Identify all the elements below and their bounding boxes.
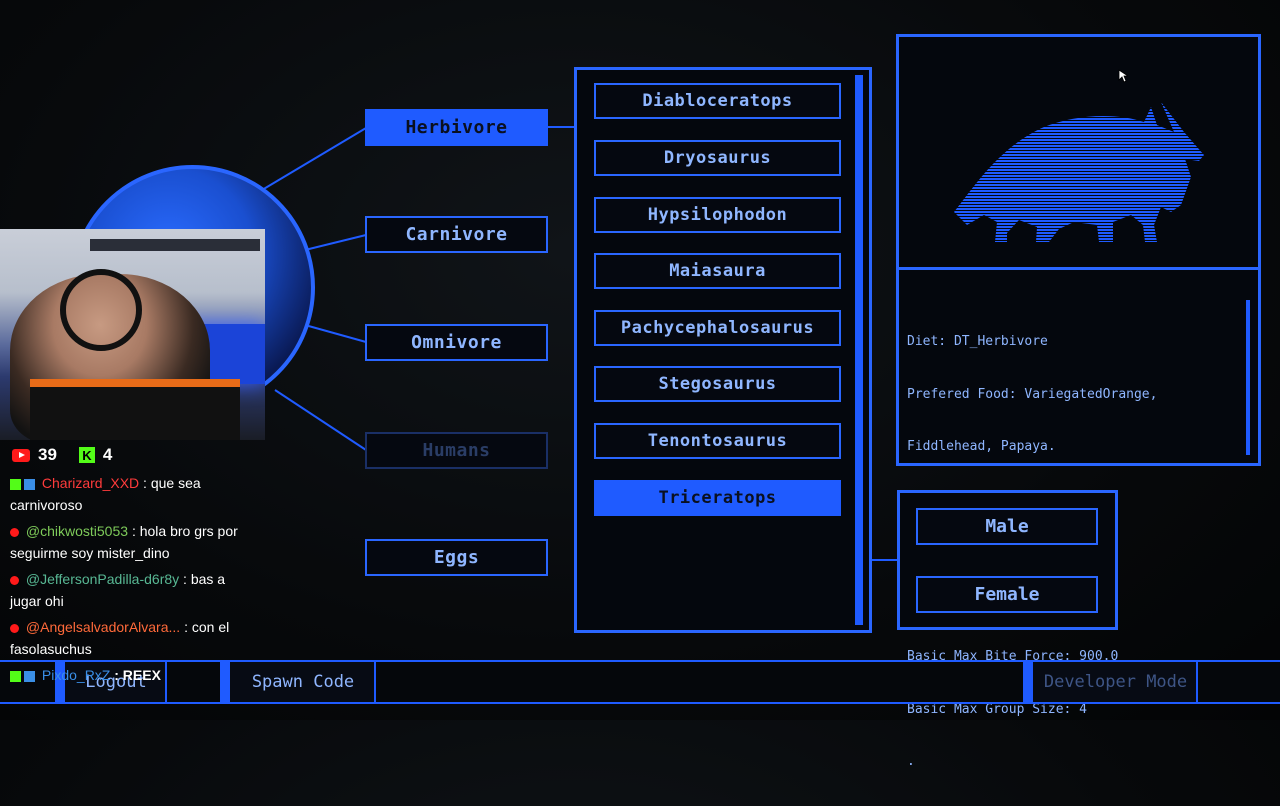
kick-icon: K — [78, 447, 95, 463]
chat-text: : que sea carnivoroso — [10, 475, 201, 513]
spawn-code-button[interactable]: Spawn Code — [220, 662, 376, 702]
info-food-line-1: Prefered Food: VariegatedOrange, — [907, 386, 1158, 402]
chat-message: Pixdo_RxZ : REEX — [10, 664, 260, 686]
youtube-badge-icon — [10, 575, 19, 585]
youtube-badge-icon — [10, 527, 19, 537]
dino-item-pachycephalosaurus[interactable]: Pachycephalosaurus — [594, 310, 841, 346]
chat-message: Charizard_XXD : que sea carnivoroso — [10, 472, 260, 516]
dino-item-stegosaurus[interactable]: Stegosaurus — [594, 366, 841, 402]
chat-username: @JeffersonPadilla-d6r8y — [25, 571, 180, 587]
platform-badge-icon — [24, 670, 35, 682]
category-carnivore-button[interactable]: Carnivore — [365, 216, 548, 253]
chat-message: @chikwosti5053 : hola bro grs por seguir… — [10, 520, 260, 564]
stream-viewer-stats: 39 K 4 — [12, 444, 242, 466]
mouse-cursor-icon — [1118, 69, 1128, 83]
dino-item-hypsilophodon[interactable]: Hypsilophodon — [594, 197, 841, 233]
connector-lines — [261, 126, 898, 561]
chat-text: : REEX — [114, 667, 161, 683]
platform-badge-icon — [24, 478, 35, 490]
chat-text: : hola bro grs por seguirme soy mister_d… — [10, 523, 238, 561]
dinosaur-preview — [896, 34, 1261, 270]
dinosaur-info-panel: Diet: DT_Herbivore Prefered Food: Varieg… — [896, 267, 1261, 769]
info-scrollbar[interactable] — [1246, 300, 1250, 455]
developer-mode-label: Developer Mode — [1043, 672, 1188, 692]
dino-item-maiasaura[interactable]: Maiasaura — [594, 253, 841, 289]
category-herbivore-button[interactable]: Herbivore — [365, 109, 548, 146]
kick-badge-icon — [10, 670, 21, 682]
chat-username: @chikwosti5053 — [25, 523, 129, 539]
info-trailing-dot: . — [907, 754, 915, 769]
stream-chat: Charizard_XXD : que sea carnivoroso @chi… — [10, 472, 260, 690]
category-humans-button[interactable]: Humans — [365, 432, 548, 469]
triceratops-silhouette — [954, 102, 1204, 242]
dinosaur-list-scrollbar[interactable] — [855, 75, 863, 625]
female-button[interactable]: Female — [916, 576, 1098, 613]
info-group-size: Basic Max Group Size: 4 — [907, 701, 1088, 717]
developer-mode-button[interactable]: Developer Mode — [1023, 662, 1198, 702]
youtube-badge-icon — [10, 623, 19, 633]
category-eggs-button[interactable]: Eggs — [365, 539, 548, 576]
logout-label: Logout — [85, 672, 147, 692]
dino-item-diabloceratops[interactable]: Diabloceratops — [594, 83, 841, 119]
spawn-code-label: Spawn Code — [251, 672, 355, 692]
chat-username: Pixdo_RxZ — [41, 667, 111, 683]
chat-message: @JeffersonPadilla-d6r8y : bas a jugar oh… — [10, 568, 260, 612]
info-food-line-2: Fiddlehead, Papaya. — [907, 439, 1056, 454]
webcam-overlay — [0, 229, 265, 440]
chat-username: @AngelsalvadorAlvara... — [25, 619, 181, 635]
youtube-viewer-count: 39 — [38, 445, 57, 464]
chat-username: Charizard_XXD — [41, 475, 140, 491]
male-button[interactable]: Male — [916, 508, 1098, 545]
logout-button[interactable]: Logout — [55, 662, 167, 702]
kick-badge-icon — [10, 478, 21, 490]
chat-message: @AngelsalvadorAlvara... : con el fasolas… — [10, 616, 260, 660]
dino-item-dryosaurus[interactable]: Dryosaurus — [594, 140, 841, 176]
youtube-icon — [12, 448, 30, 462]
category-omnivore-button[interactable]: Omnivore — [365, 324, 548, 361]
chat-text: : con el fasolasuchus — [10, 619, 230, 657]
info-diet: Diet: DT_Herbivore — [907, 334, 1048, 349]
chat-text: : bas a jugar ohi — [10, 571, 226, 609]
dino-item-tenontosaurus[interactable]: Tenontosaurus — [594, 423, 841, 459]
dino-item-triceratops[interactable]: Triceratops — [594, 480, 841, 516]
kick-viewer-count: 4 — [102, 445, 113, 464]
